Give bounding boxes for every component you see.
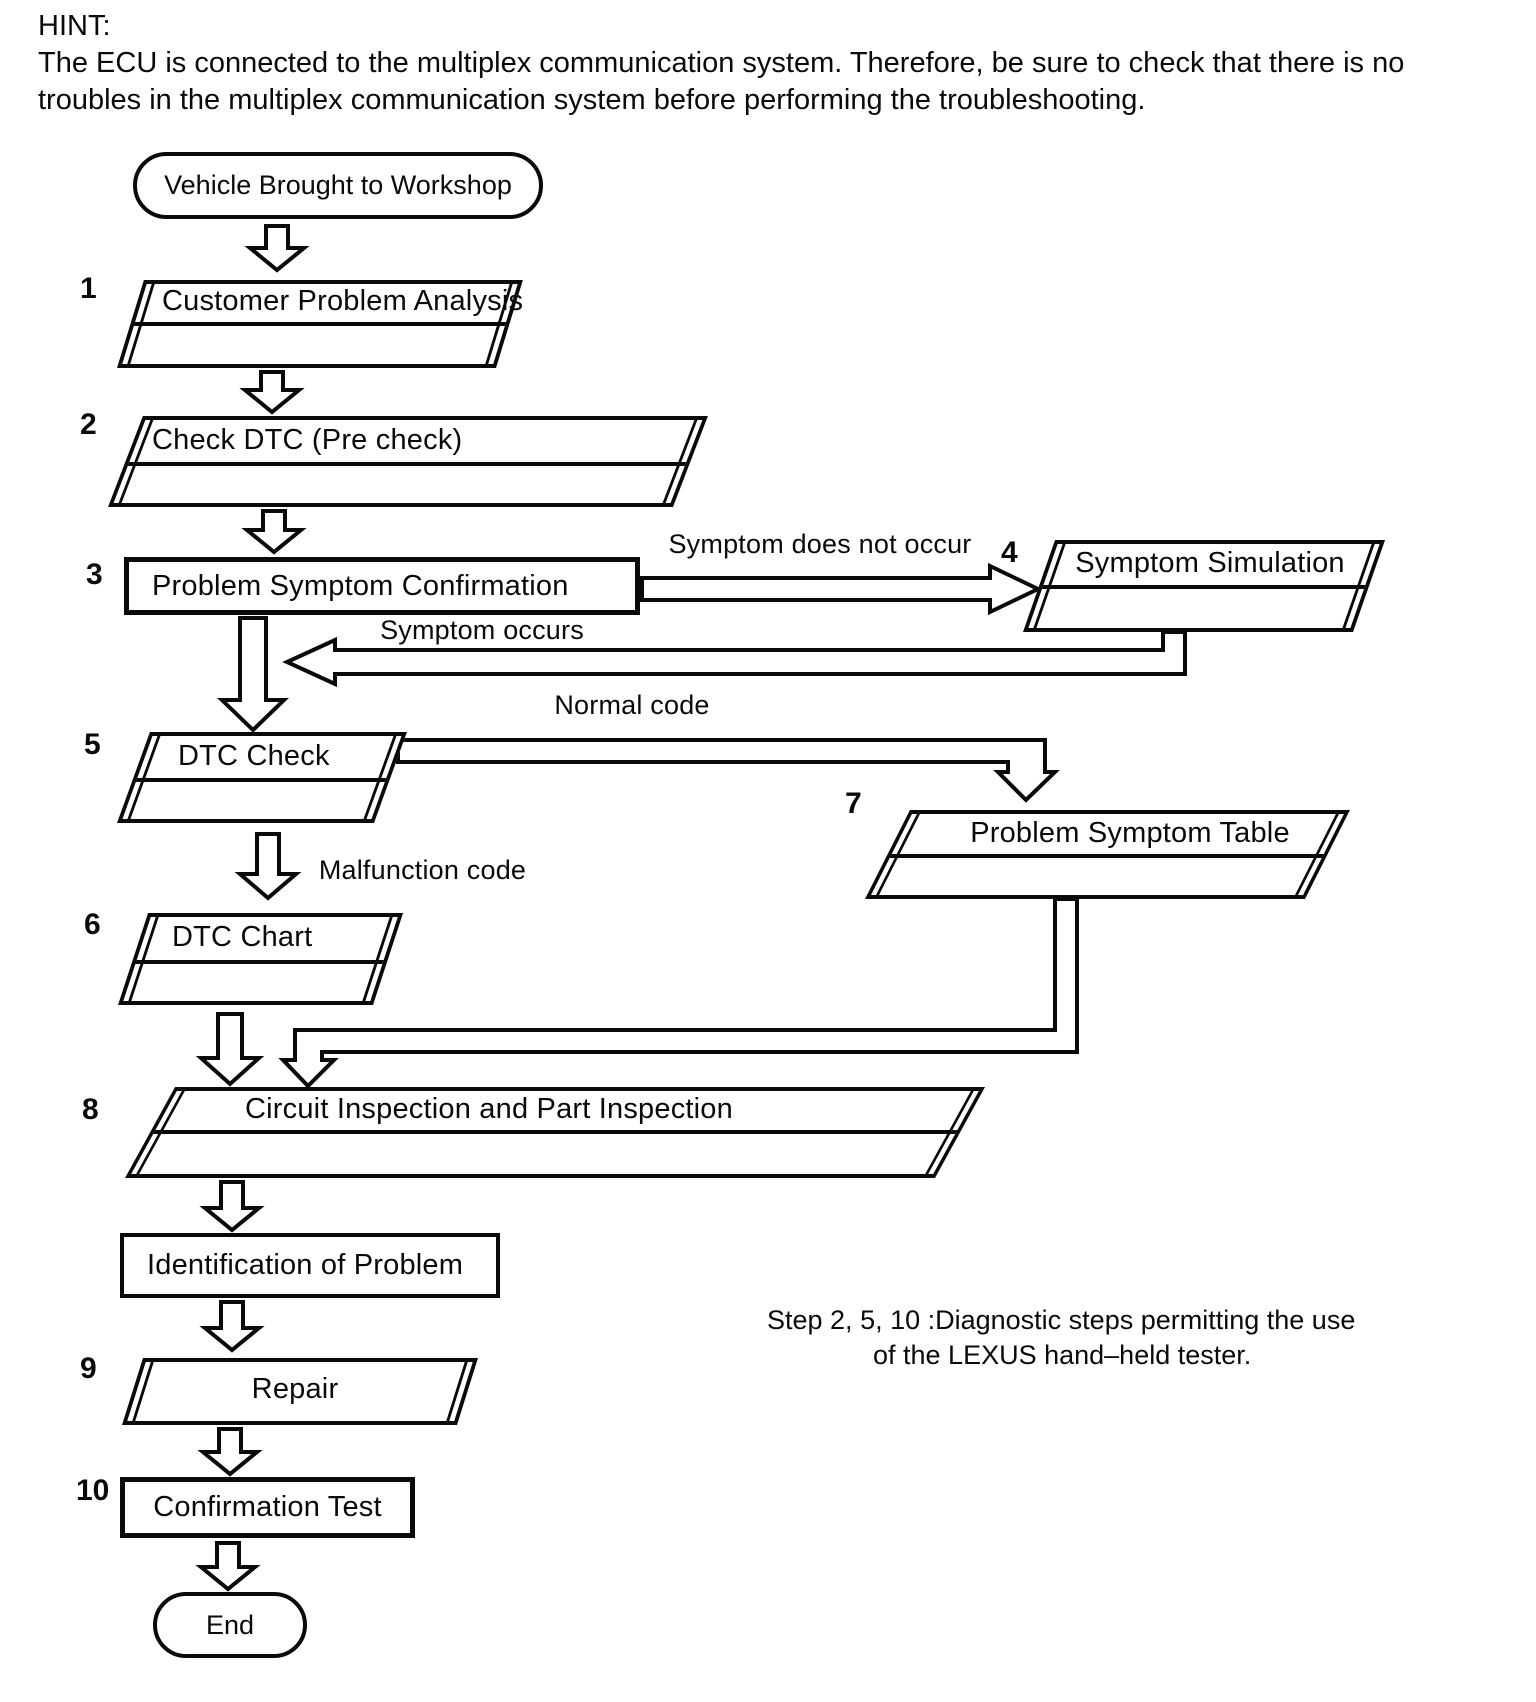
step-number-2: 2 xyxy=(80,408,97,441)
divider-line xyxy=(889,854,1324,858)
pipe-step5-to-step7-normal-code xyxy=(396,738,1060,803)
divider-line xyxy=(1041,585,1366,589)
node-step8-label: Circuit Inspection and Part Inspection xyxy=(245,1093,733,1125)
step-number-3: 3 xyxy=(86,558,103,591)
arrow-start-to-step1 xyxy=(244,224,310,273)
node-step10 xyxy=(120,1477,415,1538)
node-start-label: Vehicle Brought to Workshop xyxy=(164,170,512,200)
edge-label-malfunction-code: Malfunction code xyxy=(318,855,527,885)
node-step10-label: Confirmation Test xyxy=(153,1491,382,1523)
arrow-step3-to-step5 xyxy=(217,616,289,733)
step-number-5: 5 xyxy=(84,728,101,761)
node-step3-label: Problem Symptom Confirmation xyxy=(152,569,569,602)
arrow-step2-to-step3 xyxy=(241,509,307,555)
node-step2-label: Check DTC (Pre check) xyxy=(152,423,463,456)
note-block: Step 2, 5, 10 :Diagnostic steps permitti… xyxy=(767,1303,1355,1373)
divider-line xyxy=(153,1130,958,1134)
step-number-8: 8 xyxy=(82,1093,99,1126)
node-step4-label: Symptom Simulation xyxy=(1075,546,1345,579)
edge-label-normal-code: Normal code xyxy=(554,690,710,720)
node-step6-label: DTC Chart xyxy=(172,921,313,953)
divider-line xyxy=(127,462,687,466)
node-step3 xyxy=(124,557,640,615)
step-number-6: 6 xyxy=(84,908,101,941)
node-step1-label: Customer Problem Analysis xyxy=(162,284,524,317)
node-identification xyxy=(120,1233,500,1298)
note-line1: Step 2, 5, 10 :Diagnostic steps permitti… xyxy=(767,1305,1356,1335)
edge-label-symptom-does-not-occur: Symptom does not occur xyxy=(668,529,972,559)
node-step7-label: Problem Symptom Table xyxy=(970,816,1290,849)
pipe-step4-return-symptom-occurs xyxy=(282,630,1187,688)
node-start: Vehicle Brought to Workshop xyxy=(133,152,543,219)
arrow-step3-to-step4-symptom-does-not-occur xyxy=(640,562,1043,616)
step-number-9: 9 xyxy=(80,1352,97,1385)
note-line2: of the LEXUS hand–held tester. xyxy=(873,1340,1252,1370)
arrow-step9-to-step10 xyxy=(197,1427,263,1477)
node-end: End xyxy=(153,1592,307,1658)
arrow-step6-to-step8 xyxy=(195,1012,265,1087)
node-step5-label: DTC Check xyxy=(178,739,330,772)
edge-label-symptom-occurs: Symptom occurs xyxy=(380,615,584,645)
step-number-4: 4 xyxy=(1001,536,1018,569)
pipe-step7-to-step8 xyxy=(278,897,1079,1089)
arrow-step10-to-end xyxy=(195,1541,261,1592)
arrow-step8-to-identification xyxy=(199,1180,265,1233)
node-identification-label: Identification of Problem xyxy=(147,1249,464,1281)
hint-line2: troubles in the multiplex communication … xyxy=(38,84,1146,116)
node-end-label: End xyxy=(205,1609,255,1640)
arrow-step5-to-step6 xyxy=(234,832,302,901)
step-number-10: 10 xyxy=(76,1474,110,1507)
hint-block: HINT: The ECU is connected to the multip… xyxy=(38,8,1404,119)
node-step9-label: Repair xyxy=(251,1373,339,1405)
divider-line xyxy=(135,960,384,964)
step-number-7: 7 xyxy=(845,787,862,820)
arrow-step1-to-step2 xyxy=(239,370,305,415)
step-number-1: 1 xyxy=(80,272,97,305)
hint-label: HINT: xyxy=(38,10,111,42)
divider-line xyxy=(135,778,387,782)
divider-line xyxy=(133,322,507,326)
arrow-identification-to-step9 xyxy=(199,1300,265,1353)
hint-line1: The ECU is connected to the multiplex co… xyxy=(38,47,1405,79)
